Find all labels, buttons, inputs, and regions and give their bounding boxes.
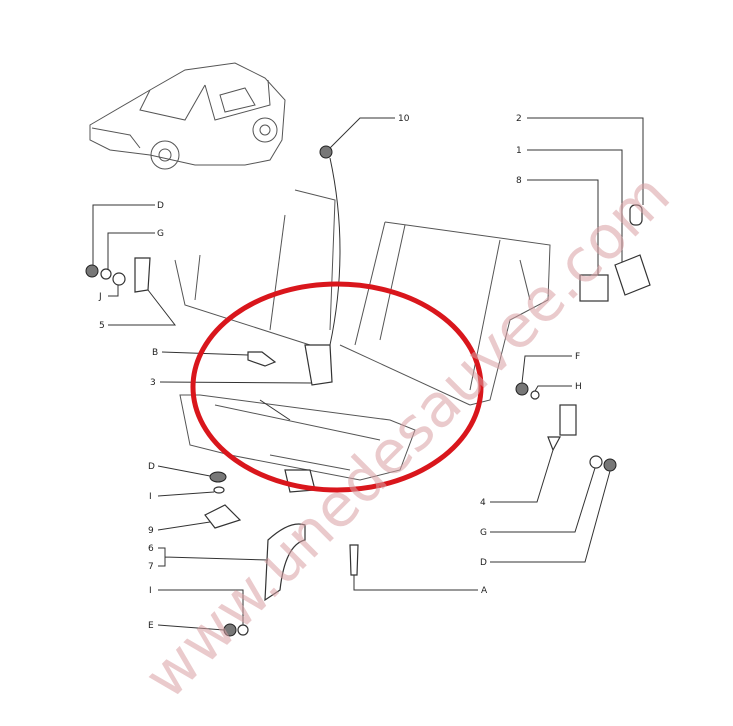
part-2 <box>629 204 643 226</box>
washer-g <box>100 268 112 280</box>
part-1 <box>614 254 651 296</box>
label-9: 9 <box>148 526 154 536</box>
nut-f <box>515 382 529 396</box>
label-h: H <box>575 382 582 392</box>
label-3: 3 <box>150 378 156 388</box>
parts <box>85 145 651 637</box>
nut-d <box>85 264 99 278</box>
label-a: A <box>481 586 488 596</box>
callout-labels: 10 2 1 8 D G J 5 B 3 F H 4 G D A D I 9 6… <box>98 114 582 631</box>
part-4 <box>547 436 562 452</box>
label-10: 10 <box>398 114 410 124</box>
label-6: 6 <box>148 544 154 554</box>
watermark: www.unedesauvee.com <box>131 160 684 713</box>
label-g-top: G <box>157 229 164 239</box>
part-8 <box>579 274 609 302</box>
washer-h <box>530 390 540 400</box>
label-5: 5 <box>99 321 105 331</box>
label-f: F <box>575 352 580 362</box>
label-2: 2 <box>516 114 522 124</box>
bracket-6-7 <box>264 523 306 602</box>
label-i-lower: I <box>149 586 152 596</box>
nut-d-right <box>603 458 617 472</box>
label-e: E <box>148 621 154 631</box>
label-4: 4 <box>480 498 486 508</box>
bracket-5 <box>134 257 151 293</box>
label-g-right: G <box>480 528 487 538</box>
bracket-9 <box>204 504 242 529</box>
label-i-upper: I <box>149 492 152 502</box>
label-d-left: D <box>148 462 155 472</box>
label-j: J <box>98 292 102 302</box>
washer-g-right <box>589 455 603 469</box>
rear-seat <box>174 189 551 481</box>
label-8: 8 <box>516 176 522 186</box>
label-b: B <box>152 348 158 358</box>
highlight-ellipse <box>190 281 484 493</box>
washer-i <box>213 486 225 494</box>
bolt-a <box>349 544 359 576</box>
bolt-b <box>247 351 277 367</box>
label-1: 1 <box>516 146 522 156</box>
hinge-4 <box>559 404 577 436</box>
washer-j <box>112 272 126 286</box>
nut-d-left <box>209 471 227 483</box>
leader-lines <box>92 117 644 631</box>
label-d-right: D <box>480 558 487 568</box>
car-illustration <box>89 62 286 170</box>
label-d-top: D <box>157 201 164 211</box>
label-7: 7 <box>148 562 154 572</box>
part-3 <box>304 344 333 386</box>
part-10-grommet <box>319 145 333 159</box>
cable <box>329 157 341 346</box>
